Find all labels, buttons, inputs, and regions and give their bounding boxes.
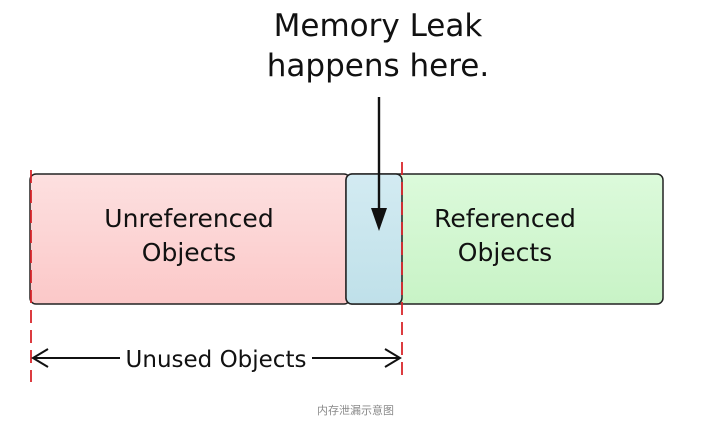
span-arrow-left-head: [31, 348, 49, 368]
span-arrow-right-head: [384, 348, 402, 368]
unreferenced-label-line1: Unreferenced: [104, 204, 273, 233]
unused-objects-label: Unused Objects: [126, 347, 307, 373]
referenced-label-line1: Referenced: [434, 204, 576, 233]
referenced-label-line2: Objects: [458, 238, 552, 267]
leak-annotation-line2: happens here.: [267, 48, 489, 84]
leak-pointer-arrow-head: [371, 208, 387, 231]
memory-leak-region: [345, 173, 403, 305]
figure-caption: 内存泄漏示意图: [317, 404, 394, 417]
unreferenced-label-line2: Objects: [142, 238, 236, 267]
leak-annotation-line1: Memory Leak: [274, 8, 483, 44]
